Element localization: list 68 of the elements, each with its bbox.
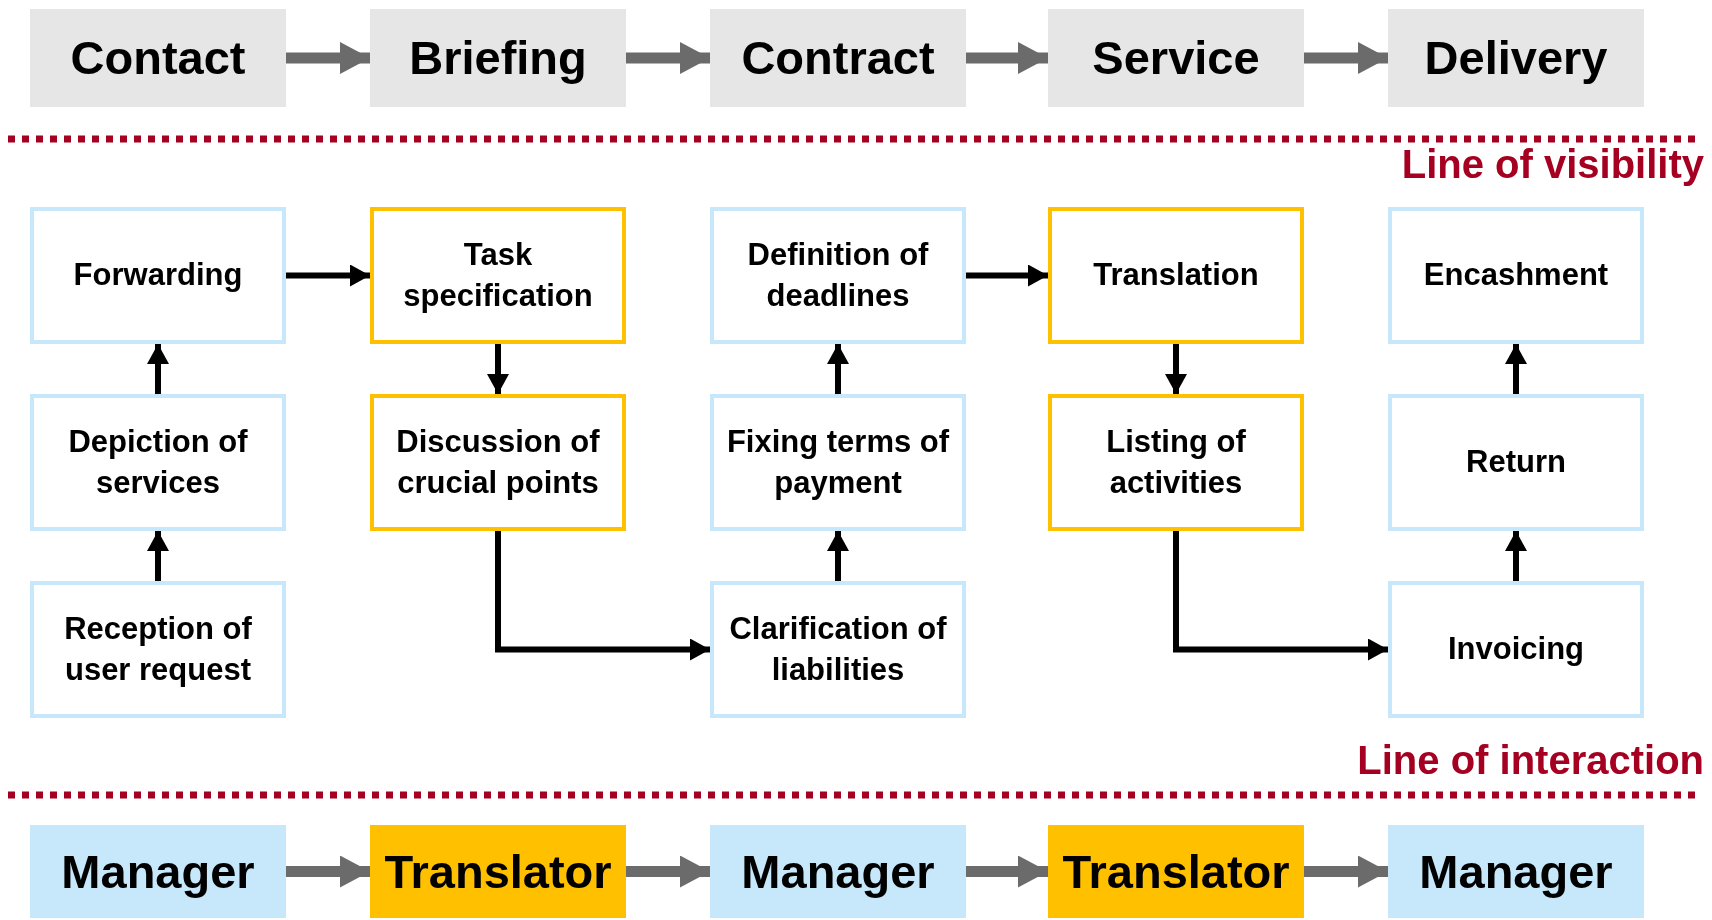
box-label: Contract bbox=[741, 32, 935, 84]
role-box bbox=[1048, 825, 1304, 918]
box-label: Delivery bbox=[1424, 32, 1608, 84]
box-label: Translation bbox=[1092, 256, 1260, 295]
process-box bbox=[370, 207, 626, 344]
role-box bbox=[710, 825, 966, 918]
box-label: Definition of deadlines bbox=[746, 236, 930, 315]
line-label: Line of visibility bbox=[1401, 142, 1704, 187]
process-box bbox=[30, 394, 286, 531]
box-label: Discussion of crucial points bbox=[395, 423, 601, 502]
arrow bbox=[1304, 855, 1388, 888]
box-label: Return bbox=[1465, 443, 1567, 482]
box-label: Contact bbox=[70, 32, 246, 84]
process-box bbox=[1388, 394, 1644, 531]
phase-box bbox=[1388, 9, 1644, 107]
box-label: Invoicing bbox=[1446, 630, 1586, 669]
line-label: Line of interaction bbox=[1357, 738, 1704, 783]
box-label: Task specification bbox=[402, 236, 594, 315]
box-label: Depiction of services bbox=[67, 423, 249, 502]
arrow bbox=[147, 531, 169, 581]
process-box bbox=[1388, 581, 1644, 718]
box-label: Translator bbox=[1062, 845, 1290, 898]
box-label: Reception of user request bbox=[63, 610, 253, 689]
arrow bbox=[286, 42, 370, 74]
process-box bbox=[710, 207, 966, 344]
process-box bbox=[30, 581, 286, 718]
arrow bbox=[827, 344, 849, 394]
process-box bbox=[370, 394, 626, 531]
process-box bbox=[1388, 207, 1644, 344]
arrow bbox=[286, 855, 370, 888]
arrow bbox=[286, 264, 370, 287]
arrow bbox=[966, 855, 1048, 888]
role-box bbox=[370, 825, 626, 918]
process-box bbox=[1048, 394, 1304, 531]
process-box bbox=[710, 581, 966, 718]
box-label: Translator bbox=[384, 845, 612, 898]
arrow bbox=[966, 42, 1048, 74]
process-box bbox=[30, 207, 286, 344]
arrow bbox=[487, 344, 509, 394]
box-label: Clarification of liabilities bbox=[728, 610, 948, 689]
role-box bbox=[30, 825, 286, 918]
arrow bbox=[626, 855, 710, 888]
process-box bbox=[1048, 207, 1304, 344]
phase-box bbox=[710, 9, 966, 107]
phase-box bbox=[370, 9, 626, 107]
arrow bbox=[827, 531, 849, 581]
arrow bbox=[1165, 344, 1187, 394]
process-box bbox=[710, 394, 966, 531]
arrow bbox=[147, 344, 169, 394]
box-label: Forwarding bbox=[72, 256, 244, 295]
box-label: Manager bbox=[741, 845, 935, 898]
arrow bbox=[495, 531, 710, 661]
arrow bbox=[1505, 344, 1527, 394]
arrow bbox=[966, 264, 1048, 287]
role-box bbox=[1388, 825, 1644, 918]
box-label: Listing of activities bbox=[1105, 423, 1247, 502]
box-label: Encashment bbox=[1422, 256, 1610, 295]
box-label: Manager bbox=[1419, 845, 1613, 898]
arrow bbox=[1173, 531, 1388, 661]
box-label: Briefing bbox=[409, 32, 587, 84]
phase-box bbox=[1048, 9, 1304, 107]
phase-box bbox=[30, 9, 286, 107]
box-label: Fixing terms of payment bbox=[725, 423, 951, 502]
arrow bbox=[1505, 531, 1527, 581]
arrow bbox=[1304, 42, 1388, 74]
box-label: Manager bbox=[61, 845, 255, 898]
arrow bbox=[626, 42, 710, 74]
box-label: Service bbox=[1092, 32, 1260, 84]
